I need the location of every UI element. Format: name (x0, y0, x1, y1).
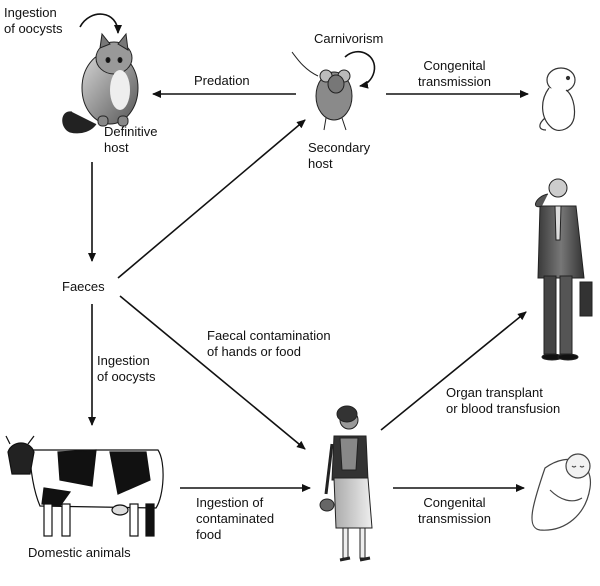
label-congenital-transmission-bottom: Congenital transmission (418, 495, 491, 526)
arrow-cat-loop (79, 13, 122, 34)
label-faecal-contamination: Faecal contamination of hands or food (207, 328, 331, 359)
arrows (79, 13, 529, 492)
label-congenital-transmission-top: Congenital transmission (418, 58, 491, 89)
label-definitive-host: Definitive host (104, 124, 158, 155)
arrow-mouse-loop (344, 51, 376, 89)
businessman-illustration (534, 178, 593, 361)
cow-illustration (5, 435, 164, 537)
label-carnivorism: Carnivorism (314, 31, 384, 46)
label-predation: Predation (194, 73, 250, 88)
arrow-faeces-to-mouse (117, 119, 306, 279)
fetus-illustration (539, 67, 576, 131)
arrow-faeces-to-woman (119, 295, 306, 450)
label-ingestion-of-contaminated-food: Ingestion of contaminated food (196, 495, 275, 542)
label-organ-transplant: Organ transplant or blood transfusion (446, 385, 561, 416)
cat-illustration (62, 32, 139, 134)
woman-illustration (319, 405, 373, 562)
label-ingestion-of-oocysts-top: Ingestion of oocysts (4, 5, 63, 36)
label-secondary-host: Secondary host (308, 140, 371, 171)
label-faeces: Faeces (62, 279, 105, 294)
arrow-woman-to-man (380, 311, 527, 431)
label-domestic-animals: Domestic animals (28, 545, 131, 560)
mouse-illustration (291, 51, 353, 131)
baby-illustration (531, 453, 591, 531)
label-ingestion-of-oocysts-left: Ingestion of oocysts (97, 353, 156, 384)
